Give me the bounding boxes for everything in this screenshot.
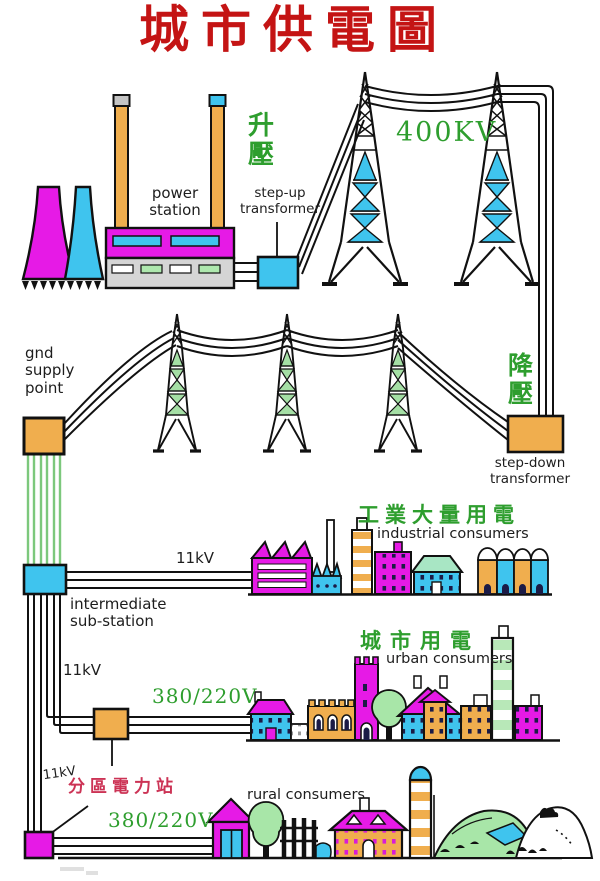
silos-industrial: [477, 547, 549, 595]
striped-tower: [351, 517, 373, 595]
rural-consumers-group: [58, 765, 594, 875]
farmhouse: [327, 797, 410, 860]
400kv-wires: [295, 85, 554, 416]
gnd-supply-point-box: [22, 416, 66, 456]
industrial-en-label: industrial consumers: [377, 526, 529, 542]
warehouse-green-roof: [410, 555, 464, 595]
transmission-tower-2: [452, 70, 542, 286]
urban-castle-wall: [307, 699, 356, 741]
11kv-urban-label: 11kV: [63, 661, 102, 679]
district-station-box-rural: [23, 830, 55, 860]
step-up-cn-label: 升壓: [248, 111, 275, 171]
chimney-1-cap: [112, 94, 131, 107]
step-down-en-label: step-down transformer: [489, 455, 571, 487]
chimney-1: [114, 104, 129, 231]
district-station-box-urban: [92, 707, 130, 741]
ground-teeth: [22, 281, 101, 290]
rural-tree: [247, 801, 285, 858]
gnd-supply-point-label: gnd supply point: [25, 344, 75, 397]
green-feeder-lines: [26, 454, 62, 565]
district-station-label: 分區電力站: [68, 777, 178, 797]
pointer-lines: [49, 222, 278, 835]
voltage-400kv-label: 400KV: [396, 117, 498, 148]
urban-tower: [354, 656, 379, 741]
power-station-label: power station: [149, 184, 201, 220]
step-down-cn-label: 降壓: [508, 351, 534, 408]
urban-consumers-group: [246, 625, 560, 742]
step-down-transformer-box: [506, 414, 565, 454]
step-up-en-label: step-up transformer: [240, 185, 321, 217]
ground-smudge: [60, 867, 98, 875]
rural-fence: [280, 818, 332, 859]
factory-cyan: [310, 519, 343, 595]
urban-big-house: [395, 675, 465, 741]
lv-feeder-wires: [27, 594, 250, 855]
urban-magenta-building: [514, 694, 543, 741]
rural-en-label: rural consumers: [247, 787, 365, 803]
urban-tree: [371, 689, 407, 740]
factory-magenta: [249, 540, 313, 595]
urban-cn-label: 城市用電: [360, 629, 480, 653]
rural-house: [205, 797, 257, 860]
page-title: 城市供電圖: [139, 1, 449, 59]
11kv-industrial-label: 11kV: [176, 549, 215, 567]
cooling-tower-cyan: [63, 185, 105, 281]
chimney-2: [210, 104, 225, 231]
step-up-transformer-box: [256, 255, 300, 290]
urban-skyscraper: [490, 625, 515, 742]
rural-hills: [432, 806, 594, 859]
11kv-industrial-wires: [66, 571, 252, 589]
urban-en-label: urban consumers: [386, 651, 513, 667]
380-220v-rural-label: 380/220V: [108, 808, 214, 832]
factory-dotted-magenta: [374, 541, 412, 595]
grid-wires: [63, 329, 509, 441]
station-transformer-links: [234, 262, 258, 282]
urban-orange-building: [460, 694, 492, 741]
substation-label: intermediate sub-station: [70, 595, 167, 631]
industrial-cn-label: 工業大量用電: [358, 503, 520, 527]
urban-house-1: [246, 691, 295, 741]
intermediate-substation-box: [22, 563, 68, 596]
power-station-group: [21, 94, 300, 290]
industrial-consumers-group: [248, 517, 552, 596]
rural-silo: [408, 765, 435, 860]
chimney-2-cap: [208, 94, 227, 107]
380-220v-urban-label: 380/220V: [152, 684, 258, 708]
